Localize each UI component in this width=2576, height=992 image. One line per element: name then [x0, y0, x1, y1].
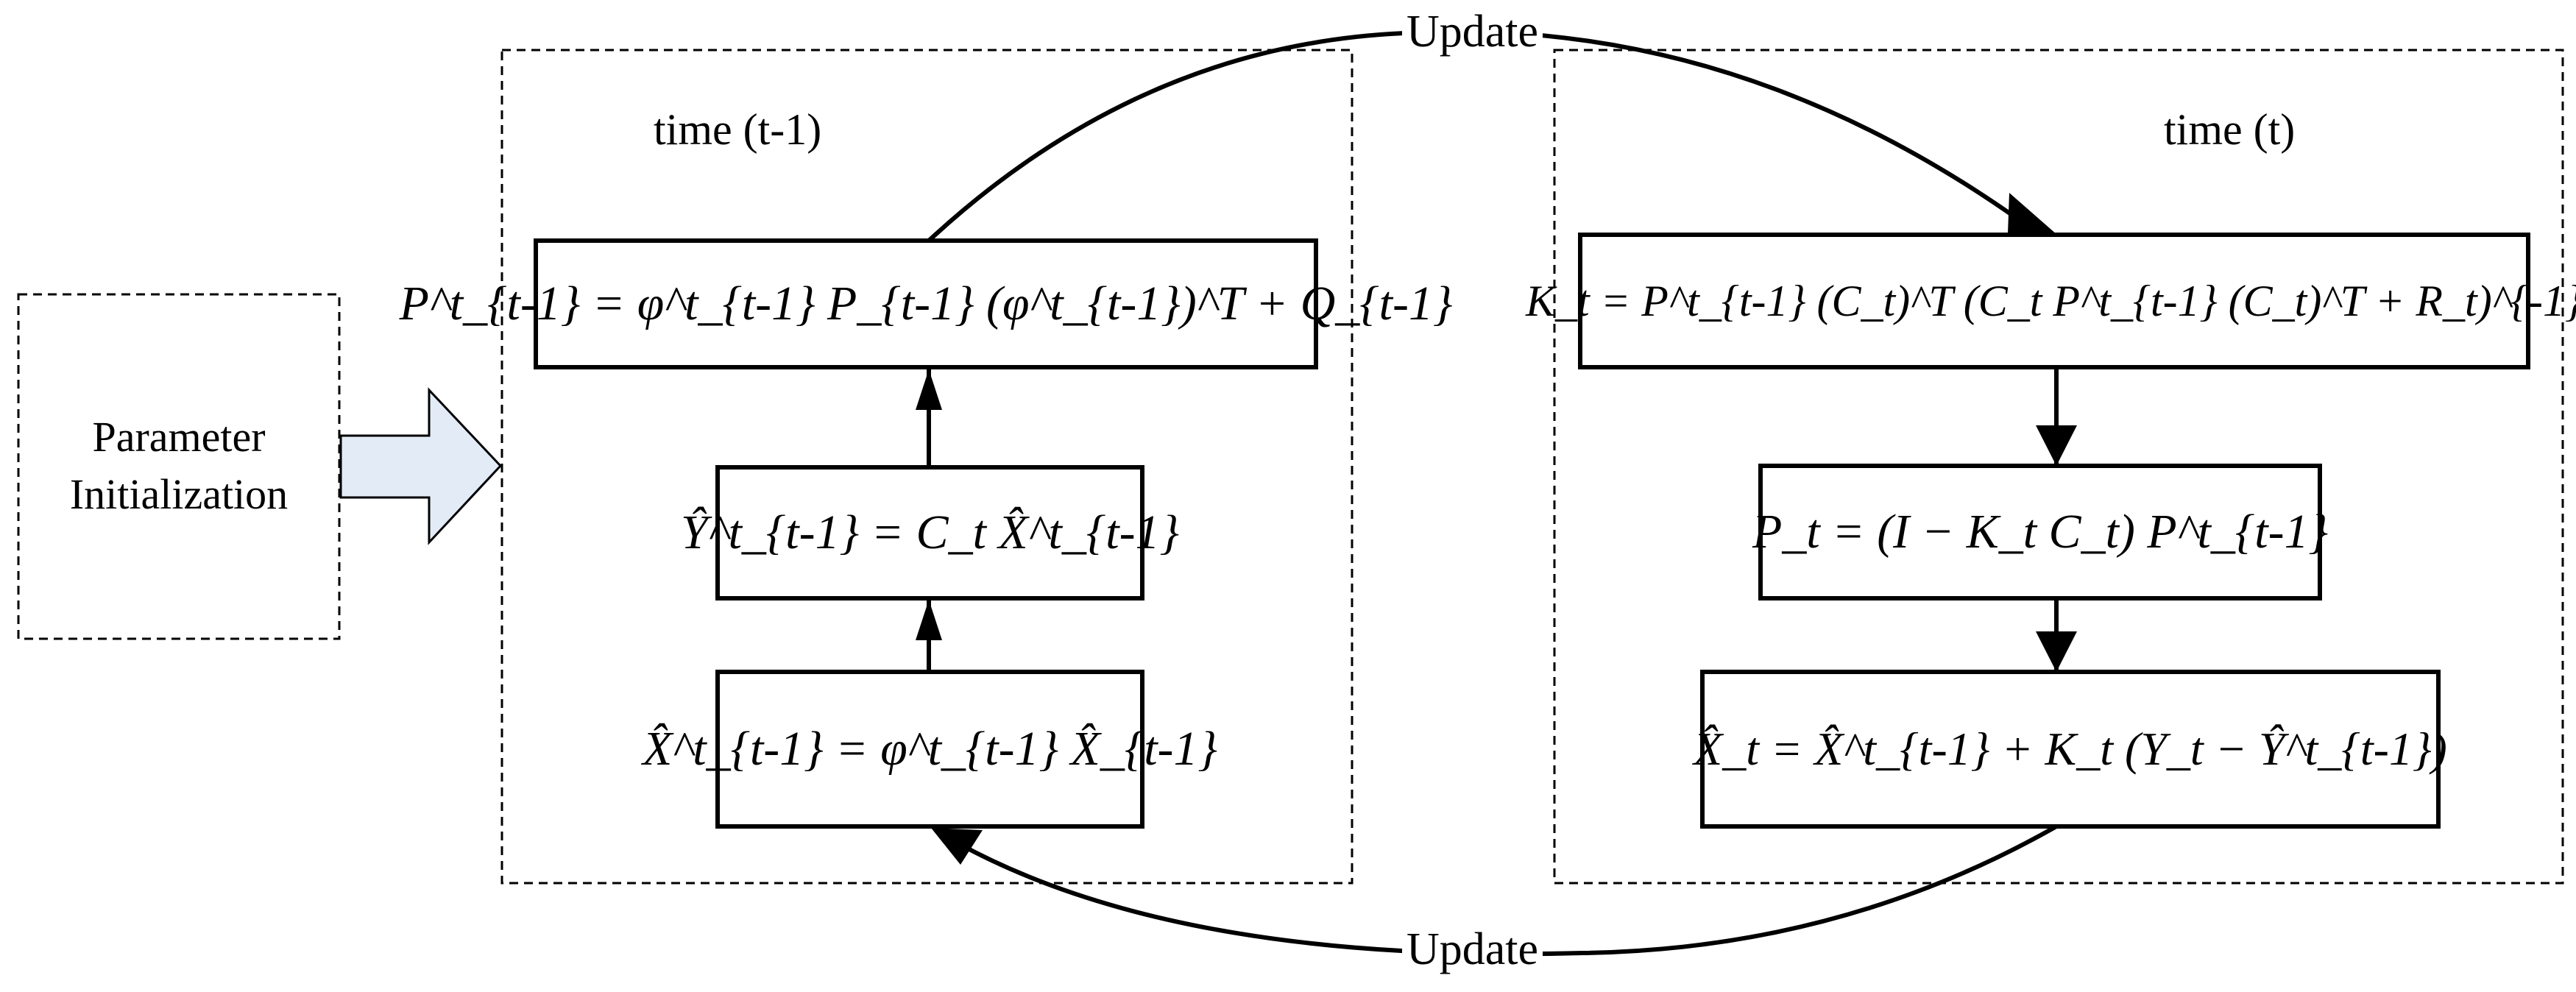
update-covariance-equation: P_t = (I − K_t C_t) P^t_{t-1} — [1752, 505, 2328, 559]
update-state-box — [1700, 670, 2441, 829]
param-init-line1: Parameter — [92, 413, 266, 461]
update-top-arrowhead — [2008, 193, 2057, 235]
right-panel-title: time (t) — [2164, 105, 2296, 154]
update-bottom-curve — [955, 824, 2058, 957]
update-top-label: Update — [1402, 6, 1543, 58]
kalman-gain-equation: K_t = P^t_{t-1} (C_t)^T (C_t P^t_{t-1} (… — [1526, 276, 2576, 325]
update-covariance-box — [1758, 464, 2322, 600]
arrowhead-covariance-to-state — [2036, 631, 2077, 672]
predict-covariance-box — [534, 238, 1318, 369]
left-panel-title: time (t-1) — [654, 105, 822, 154]
init-block-arrow — [339, 387, 503, 545]
update-bottom-label: Update — [1402, 924, 1543, 976]
predict-covariance-equation: P^t_{t-1} = φ^t_{t-1} P_{t-1} (φ^t_{t-1}… — [399, 277, 1453, 330]
predict-state-equation: X̂^t_{t-1} = φ^t_{t-1} X̂_{t-1} — [643, 722, 1217, 776]
update-bottom-arrowhead — [931, 828, 983, 865]
param-init-dashed-box — [17, 293, 341, 640]
predict-measurement-equation: Ŷ^t_{t-1} = C_t X̂^t_{t-1} — [681, 506, 1179, 559]
right-panel-dashed-box — [1553, 49, 2564, 885]
arrowhead-state-to-measurement — [916, 600, 942, 640]
update-state-equation: X̂_t = X̂^t_{t-1} + K_t (Y_t − Ŷ^t_{t-1}… — [1694, 723, 2447, 775]
arrowhead-gain-to-covariance — [2036, 425, 2077, 466]
update-top-curve — [927, 29, 2022, 243]
param-init-label: Parameter Initialization — [18, 408, 339, 523]
param-init-line2: Initialization — [69, 470, 289, 518]
left-panel-dashed-box — [500, 49, 1354, 885]
arrowhead-measurement-to-covariance — [916, 369, 942, 410]
